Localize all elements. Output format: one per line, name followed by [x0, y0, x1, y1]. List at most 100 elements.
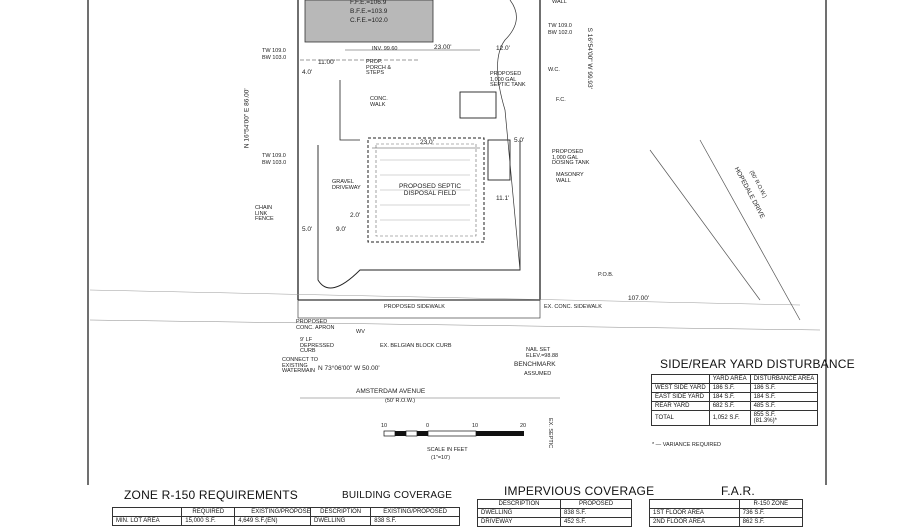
impervious-title: IMPERVIOUS COVERAGE	[504, 484, 655, 498]
table-header	[651, 374, 710, 384]
table-header	[111, 507, 183, 517]
table-row-total: TOTAL 1,052 S.F. 855 S.F.(81.3%)*	[651, 410, 819, 426]
table-cell: 736 S.F.	[738, 508, 804, 518]
bw-2: BW 103.0	[262, 160, 287, 166]
assumed-label: ASSUMED	[524, 371, 552, 377]
zone-title: ZONE R-150 REQUIREMENTS	[124, 488, 298, 502]
bfe-label: B.F.E.=103.9	[350, 8, 388, 15]
dim-4: 4.0'	[302, 69, 313, 76]
benchmark-label: BENCHMARK	[514, 361, 556, 368]
table-header: YARD AREA	[708, 374, 751, 384]
table-cell: 184 S.F.	[708, 392, 751, 402]
table-cell: DWELLING	[476, 508, 562, 518]
table-cell: 15,000 S.F.	[181, 516, 236, 526]
dim-23: 23.0'	[420, 139, 434, 146]
disposal-field-label: PROPOSED SEPTIC DISPOSAL FIELD	[398, 183, 462, 197]
bw-3: BW 102.0	[548, 30, 573, 36]
scale-tick-2: 10	[472, 423, 479, 429]
septic-tank-label: PROPOSED 1,000 GAL SEPTIC TANK	[490, 71, 526, 88]
zone-table: REQUIRED EXISTING/PROPOSED MIN. LOT AREA…	[111, 507, 332, 526]
table-cell: REAR YARD	[651, 401, 710, 411]
table-cell: 186 S.F.	[749, 383, 819, 393]
tw-2: TW 109.0	[262, 153, 286, 159]
scale-ratio: (1"=10')	[431, 455, 451, 461]
far-table: R-150 ZONE 1ST FLOOR AREA 736 S.F. 2ND F…	[649, 499, 804, 527]
bw-1: BW 103.0	[262, 55, 287, 61]
building-title: BUILDING COVERAGE	[342, 490, 453, 501]
table-cell: TOTAL	[651, 410, 710, 426]
table-cell: 452 S.F.	[560, 517, 632, 527]
fc-label: F.C.	[556, 97, 566, 103]
far-title: F.A.R.	[721, 484, 755, 498]
dim-5: 5.0'	[514, 137, 525, 144]
tw-3: TW 109.0	[548, 23, 572, 29]
scale-label: SCALE IN FEET	[427, 447, 468, 453]
table-cell: DRIVEWAY	[476, 517, 562, 527]
dim-top: 23.00'	[434, 44, 452, 51]
wall-label: WALL	[552, 0, 567, 5]
disturbance-title: SIDE/REAR YARD DISTURBANCE	[660, 357, 855, 371]
dim-12: 12.0'	[496, 45, 510, 52]
dim-11: 11.00'	[318, 59, 336, 66]
curb-label: 9' LF DEPRESSED CURB	[300, 337, 334, 354]
pob-label: P.O.B.	[598, 272, 614, 278]
table-row: 1ST FLOOR AREA 736 S.F.	[649, 508, 804, 518]
table-row: DWELLING 838 S.F.	[476, 508, 632, 518]
ex-septic-label: EX. SEPTIC	[547, 418, 553, 449]
table-cell: 1,052 S.F.	[708, 410, 751, 426]
table-row: DRIVEWAY 452 S.F.	[476, 517, 632, 527]
building-table: DESCRIPTION EXISTING/PROPOSED DWELLING 8…	[309, 507, 460, 526]
distance-label: 107.00'	[628, 295, 650, 302]
porch-label: PROP. PORCH & STEPS	[366, 59, 392, 76]
wc-label: W.C.	[548, 67, 560, 73]
sidewalk-label: PROPOSED SIDEWALK	[384, 304, 445, 310]
chain-fence-label: CHAIN LINK FENCE	[255, 205, 274, 222]
table-row: EAST SIDE YARD 184 S.F. 184 S.F.	[651, 392, 819, 402]
table-header-row: REQUIRED EXISTING/PROPOSED	[111, 507, 332, 517]
table-header: DISTURBANCE AREA	[749, 374, 819, 384]
gravel-label: GRAVEL DRIVEWAY	[332, 179, 361, 191]
table-header: EXISTING/PROPOSED	[370, 507, 460, 517]
bearing-left: N 16°54'00" E 86.00'	[243, 88, 251, 149]
table-cell: 838 S.F.	[560, 508, 632, 518]
masonry-label: MASONRY WALL	[556, 172, 584, 184]
table-row: WEST SIDE YARD 186 S.F. 186 S.F.	[651, 383, 819, 393]
wv-label: WV	[356, 329, 365, 335]
street-name: AMSTERDAM AVENUE	[356, 388, 426, 395]
cfe-label: C.F.E.=102.0	[350, 17, 388, 24]
table-header: PROPOSED	[560, 499, 632, 509]
table-header: REQUIRED	[181, 507, 236, 517]
total-area: 855 S.F.	[753, 412, 776, 418]
bearing-bottom: N 73°06'00" W 50.00'	[318, 365, 380, 372]
dosing-tank-label: PROPOSED 1,000 GAL DOSING TANK	[552, 149, 590, 166]
dim-11-1: 11.1'	[496, 195, 510, 202]
conc-walk-label: CONC. WALK	[370, 96, 388, 108]
scale-tick-1: 0	[426, 423, 430, 429]
table-cell: EAST SIDE YARD	[651, 392, 710, 402]
table-cell: 862 S.F.	[738, 517, 804, 527]
table-header: DESCRIPTION	[476, 499, 562, 509]
table-cell: 838 S.F.	[370, 516, 460, 526]
table-row: REAR YARD 682 S.F. 485 S.F.	[651, 401, 819, 411]
table-header	[649, 499, 740, 509]
table-cell: 186 S.F.	[708, 383, 751, 393]
bearing-right: S 16°54'00" W 99.93'	[585, 27, 593, 89]
table-cell: DWELLING	[309, 516, 372, 526]
conc-sidewalk-label: EX. CONC. SIDEWALK	[544, 304, 602, 310]
table-cell: 1ST FLOOR AREA	[649, 508, 740, 518]
table-header: DESCRIPTION	[309, 507, 372, 517]
variance-note: * — VARIANCE REQUIRED	[652, 442, 721, 448]
apron-label: PROPOSED CONC. APRON	[296, 319, 335, 331]
dim-2: 2.0'	[350, 212, 361, 219]
inv-label: INV. 99.60	[372, 46, 398, 52]
table-cell: WEST SIDE YARD	[651, 383, 710, 393]
table-header-row: DESCRIPTION EXISTING/PROPOSED	[309, 507, 460, 517]
table-header: R-150 ZONE	[738, 499, 804, 509]
table-cell: 485 S.F.	[749, 401, 819, 411]
table-cell: 682 S.F.	[708, 401, 751, 411]
water-label: CONNECT TO EXISTING WATERMAIN	[282, 357, 319, 374]
dim-5b: 5.0'	[302, 226, 313, 233]
table-row: 2ND FLOOR AREA 862 S.F.	[649, 517, 804, 527]
table-cell: 184 S.F.	[749, 392, 819, 402]
